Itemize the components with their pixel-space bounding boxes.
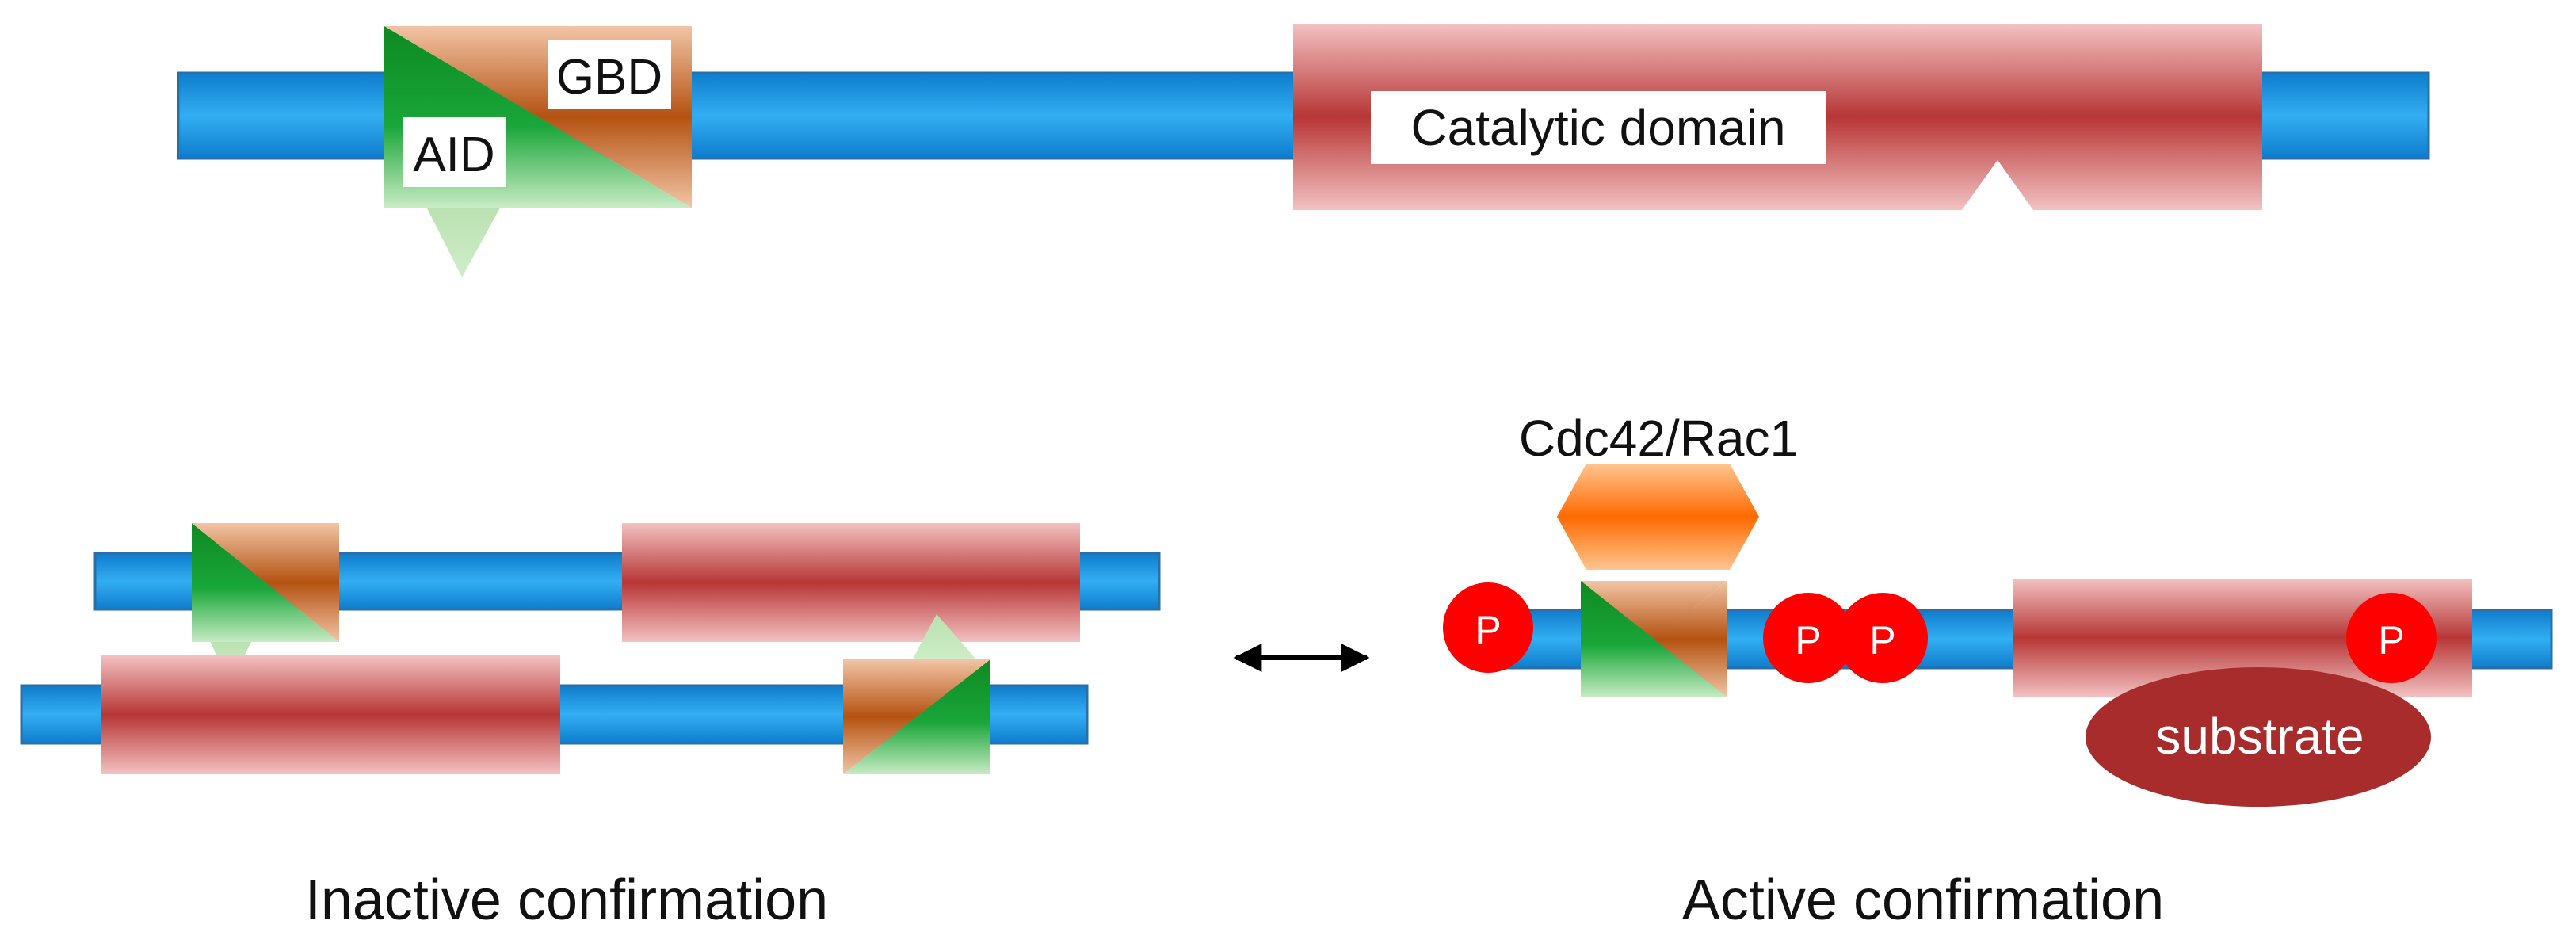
aid-gbd-domain-inactive-lower	[843, 614, 990, 774]
gbd-label-box	[548, 40, 671, 109]
phospho-site-3: P	[1838, 593, 1928, 683]
aid-label: AID	[413, 128, 494, 182]
aid-gbd-domain-active	[1581, 581, 1727, 697]
svg-text:P: P	[1795, 618, 1821, 663]
full-protein: GBD AID Catalytic domain	[177, 24, 2430, 277]
active-caption: Active confirmation	[1682, 869, 2164, 932]
svg-text:P: P	[1475, 608, 1501, 652]
svg-text:P: P	[2378, 618, 2404, 663]
inactive-caption: Inactive confirmation	[305, 869, 828, 932]
catalytic-domain-top: Catalytic domain	[1293, 24, 2262, 210]
aid-gbd-domain: GBD AID	[384, 26, 692, 277]
catalytic-domain-inactive-lower	[101, 655, 560, 774]
svg-text:P: P	[1869, 618, 1895, 663]
substrate-label: substrate	[2155, 708, 2364, 765]
substrate-ellipse	[2086, 667, 2431, 807]
phospho-site-1: P	[1443, 582, 1533, 673]
gtpase-hexagon	[1557, 464, 1759, 570]
catalytic-domain-inactive-upper	[622, 523, 1080, 642]
inactive-dimer	[20, 523, 1161, 774]
aid-gbd-domain-inactive-upper	[192, 523, 339, 686]
catalytic-domain-label: Catalytic domain	[1410, 99, 1785, 156]
gtpase-label: Cdc42/Rac1	[1519, 410, 1798, 467]
phospho-site-4: P	[2346, 593, 2437, 683]
aid-label-box	[403, 117, 506, 187]
gbd-label: GBD	[556, 50, 662, 105]
active-monomer: Cdc42/Rac1 substrate P P P P	[1443, 410, 2553, 807]
catalytic-label-box	[1371, 91, 1826, 164]
phospho-site-2: P	[1763, 593, 1853, 683]
aid-tip	[424, 202, 503, 277]
